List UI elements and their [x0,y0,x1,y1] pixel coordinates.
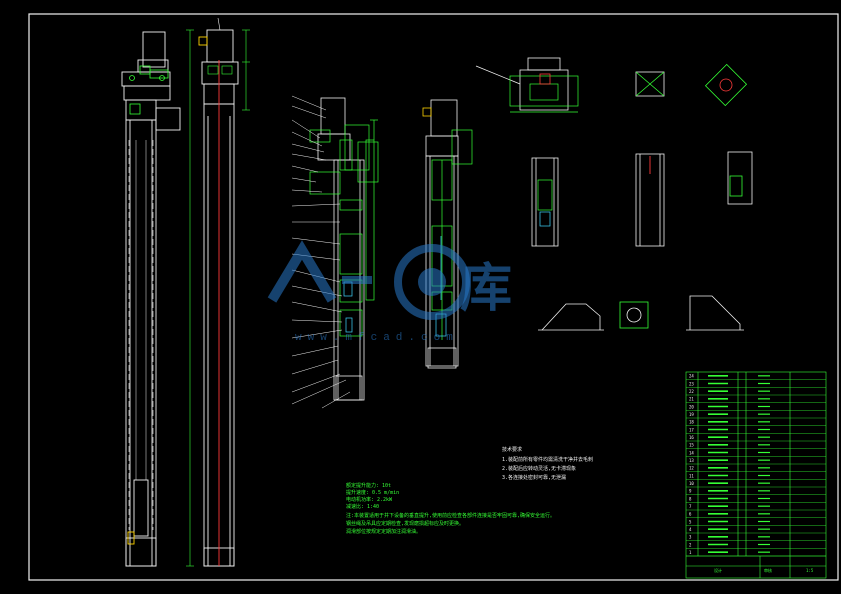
spec-row-2: 提升速度: 0.5 m/min [346,490,400,496]
parts-row-number: 20 [689,404,694,409]
spec-row-3: 电动机功率: 2.2kW [346,497,393,503]
yellow-marker-top [198,36,208,46]
dimension-lines-second [186,17,250,567]
detail-view-top-2 [635,71,665,97]
notes-item-3: 3.各连接处密封可靠,无泄漏 [502,475,567,481]
spec-row-1: 额定提升能力: 10t [346,483,392,489]
section-view-third [317,97,365,401]
profile-view-3 [686,295,744,331]
leader-lines [291,95,351,409]
watermark-text: www.mfcad.com [295,332,459,344]
detail-view-top-3 [704,63,748,107]
title-block-checker: 审核 [764,568,772,573]
notes-item-2: 2.装配后应转动灵活,无卡滞现象 [502,466,577,472]
title-block-designer: 设计 [714,568,722,573]
parts-row-number: 16 [689,435,694,440]
parts-row-number: 9 [689,489,692,494]
parts-row-number: 23 [689,381,694,386]
remark-2: 钢丝绳及吊具应定期检查,发现磨损超标应及时更换。 [346,521,465,527]
parts-list [685,371,827,579]
notes-item-1: 1.装配前所有零件均需清洗干净并去毛刺 [502,457,594,463]
parts-row-number: 17 [689,427,694,432]
detail-view-top-1-red [539,73,551,85]
drawing-border [28,13,839,581]
parts-row-number: 21 [689,397,694,402]
parts-row-number: 8 [689,496,692,501]
title-block-scale: 1:5 [806,568,814,573]
parts-row-number: 2 [689,542,692,547]
section-view-mid-3 [727,151,753,205]
yellow-marker-fourth [422,107,432,117]
parts-row-number: 15 [689,443,694,448]
parts-row-number: 1 [689,550,692,555]
watermark-cn: 库 [460,259,513,319]
parts-row-number: 12 [689,466,694,471]
remark-3: 润滑部位按规定定期加注润滑油。 [346,529,422,535]
parts-row-number: 7 [689,504,692,509]
remark-1: 注:本装置适用于井下设备的垂直提升,使用前应检查各部件连接是否牢固可靠,确保安全… [346,513,556,519]
profile-view-1 [538,303,604,331]
detail-view-top-1 [475,57,569,111]
parts-row-number: 14 [689,450,694,455]
parts-row-number: 6 [689,512,692,517]
main-view-left [121,31,181,567]
parts-row-number: 19 [689,412,694,417]
parts-row-number: 13 [689,458,694,463]
main-view-left-green [129,65,169,115]
main-view-second [201,29,239,567]
parts-row-number: 22 [689,389,694,394]
parts-row-number: 18 [689,420,694,425]
profile-view-2 [619,301,649,329]
parts-row-number: 24 [689,374,694,379]
parts-row-number: 4 [689,527,692,532]
section-view-third-cyan [343,281,353,333]
section-view-mid-1 [531,157,559,247]
notes-heading: 技术要求 [502,447,523,453]
parts-row-number: 10 [689,481,694,486]
yellow-marker-left-bottom [127,531,135,545]
parts-row-number: 3 [689,535,692,540]
section-view-mid-1-green [537,179,553,211]
section-view-mid-2 [635,153,665,247]
spec-row-4: 减速比: 1:40 [346,504,380,510]
parts-row-number: 11 [689,473,694,478]
parts-row-number: 5 [689,519,692,524]
section-view-mid-1-cyan [539,211,551,227]
section-view-third-green [309,119,379,337]
